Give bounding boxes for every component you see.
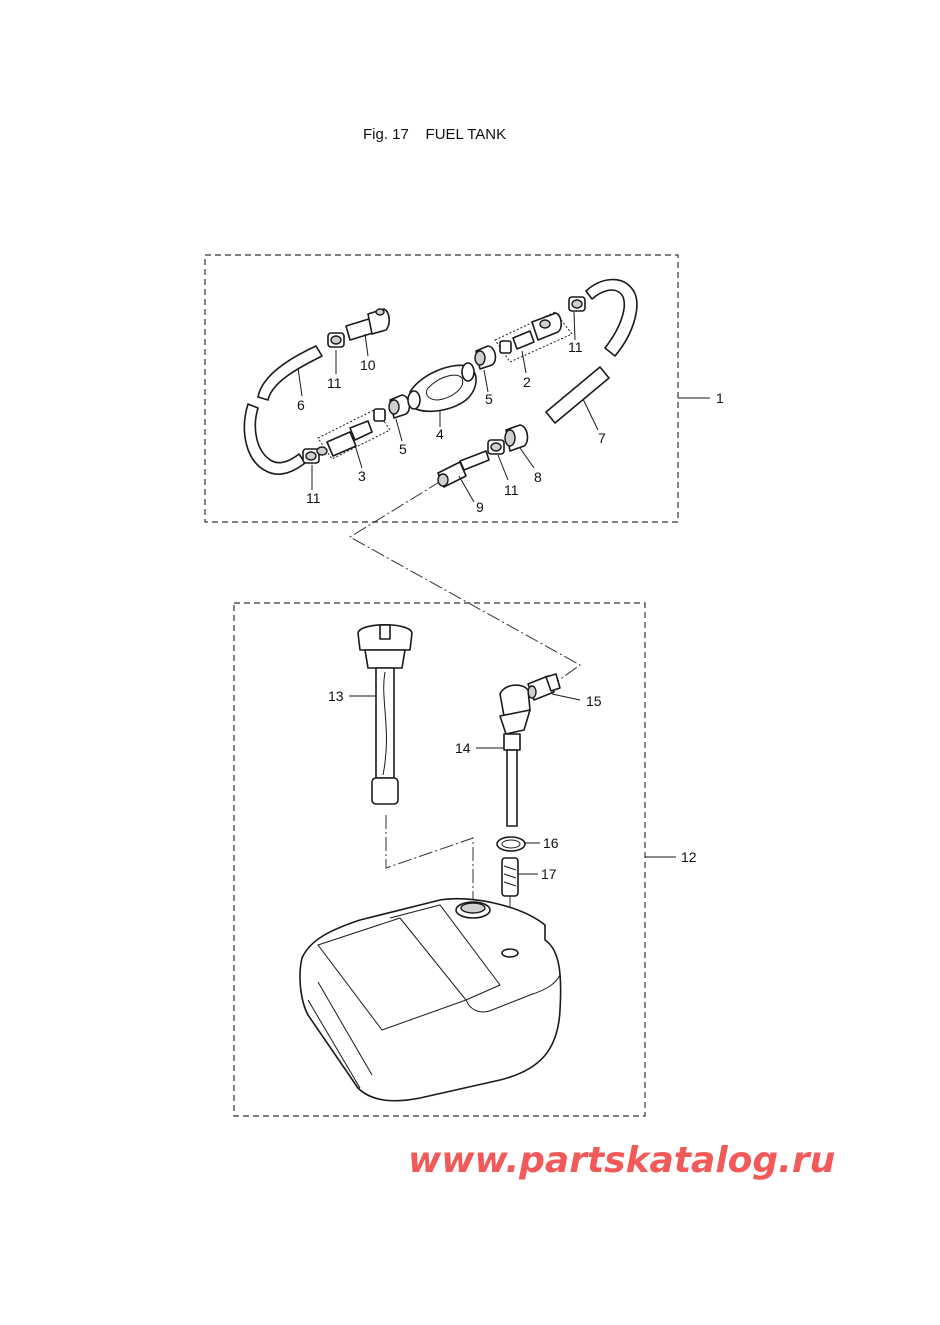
callout-11-top: 11 [327,375,342,391]
callout-7: 7 [598,430,606,446]
callout-9: 9 [476,499,484,515]
callout-11-bottom: 11 [504,482,519,498]
callout-15: 15 [586,693,602,709]
callout-14: 14 [455,740,471,756]
callout-10: 10 [360,357,376,373]
callout-5-left: 5 [399,441,407,457]
figure-title: Fig. 17 FUEL TANK [363,126,506,143]
callout-3: 3 [358,468,366,484]
bushing-5-left [388,394,411,419]
callout-11-left: 11 [306,490,321,506]
hose-clamp-11-left [302,448,320,464]
callout-5-right: 5 [485,391,493,407]
callout-1: 1 [716,390,724,406]
callout-6: 6 [297,397,305,413]
hose-clamp-11-top [327,332,345,348]
fuel-tank [299,897,562,1102]
fuel-hose-7 [545,278,638,424]
callout-2: 2 [523,374,531,390]
hose-fitting-10 [345,308,390,341]
connector-9 [437,450,490,488]
elbow-fitting-15 [527,673,561,701]
callout-numbers: 1 2 3 4 5 5 6 7 8 9 10 11 11 11 11 12 13… [297,339,724,882]
connector-chain-line [349,480,581,689]
callout-4: 4 [436,426,444,442]
primer-bulb-4 [407,362,477,413]
callout-11-right: 11 [568,339,583,355]
fuel-tank-assembly-box [233,602,646,1117]
o-ring-16 [496,836,526,852]
hose-clamp-11-bottom [487,439,505,455]
fuel-pickup-14 [499,684,531,827]
fuel-gauge-13 [357,624,413,805]
hose-clamp-11-right [568,296,586,312]
callout-8: 8 [534,469,542,485]
callout-13: 13 [328,688,344,704]
connector-2 [499,312,562,354]
fuel-filter-17 [501,857,519,897]
connector-chain-line-tank [385,815,474,910]
callout-16: 16 [543,835,559,851]
bushing-8 [504,424,529,452]
leader-lines [297,311,710,875]
watermark-text: www.partskatalog.ru [408,1140,835,1181]
callout-12: 12 [681,849,697,865]
bushing-5-right [474,345,497,370]
callout-17: 17 [541,866,557,882]
connector-3 [316,408,386,457]
